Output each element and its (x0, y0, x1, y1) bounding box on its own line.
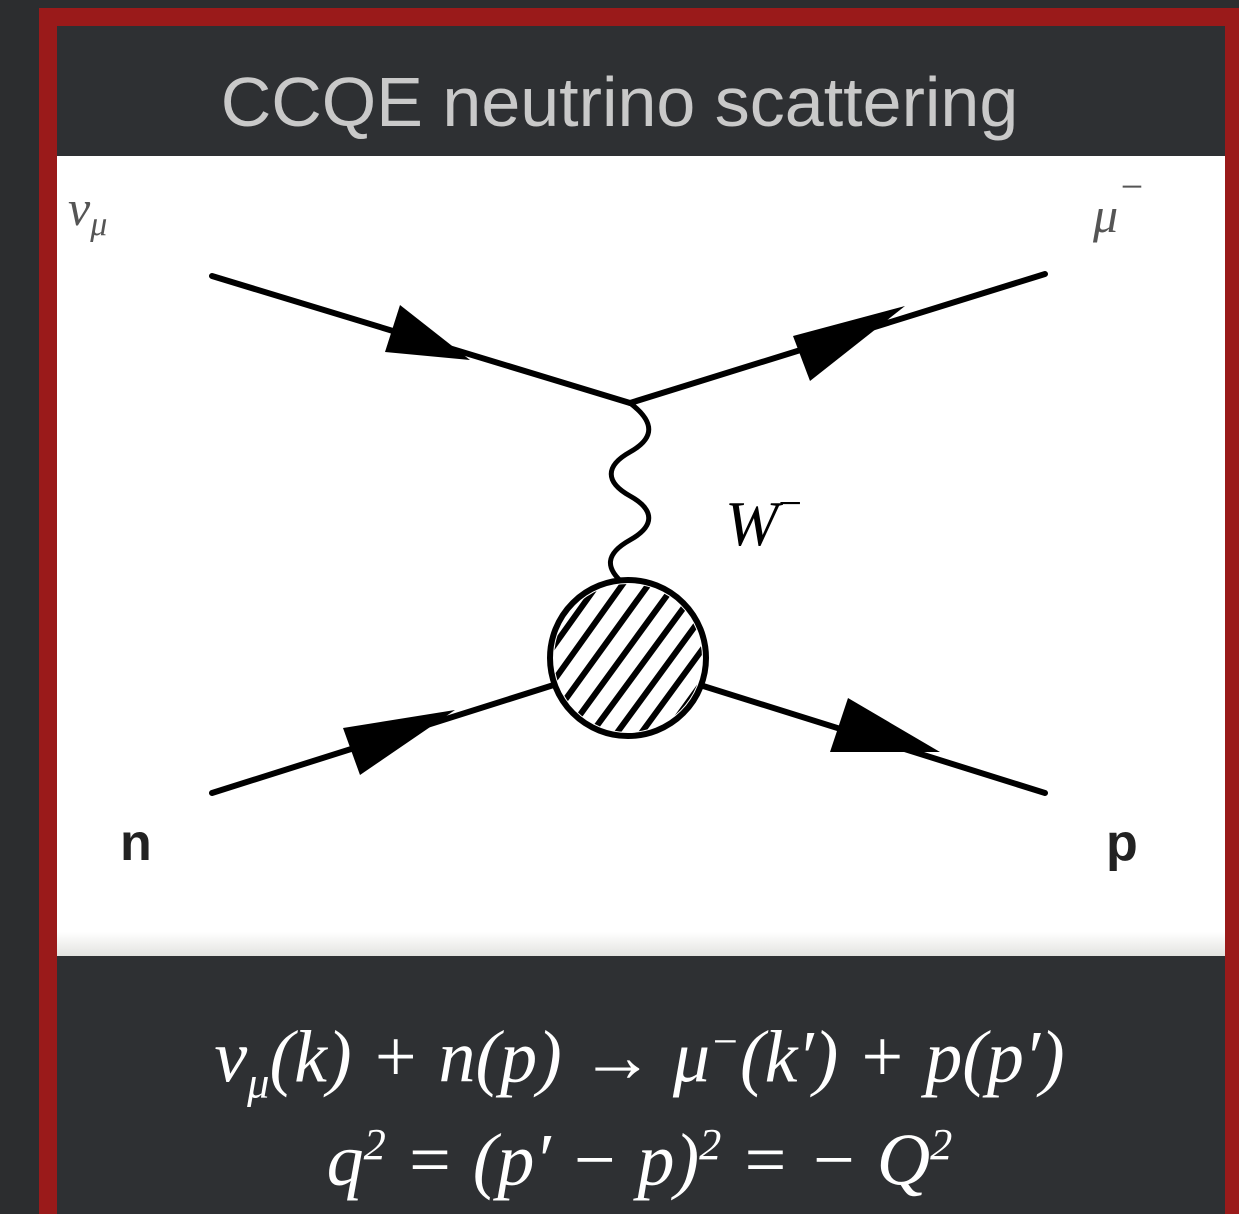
label-proton: p (1106, 814, 1138, 872)
slide-title: CCQE neutrino scattering (220, 63, 1019, 141)
incoming-neutron-arrow (343, 710, 455, 775)
momentum-transfer-equation: q2 = (p′ − p)2 = − Q2 (326, 1119, 953, 1202)
hadronic-vertex-blob (547, 577, 709, 739)
label-w-boson: W− (725, 481, 802, 559)
reaction-equation: νμ(k) + n(p) → μ−(k′) + p(p′) (214, 1016, 1065, 1108)
label-muon: μ− (1092, 164, 1145, 243)
incoming-neutrino-arrow (385, 305, 470, 360)
outgoing-proton-arrow (830, 698, 940, 752)
label-neutron: n (120, 814, 152, 872)
panel-shadow (57, 932, 1225, 956)
w-boson-propagator (607, 400, 652, 587)
outgoing-muon-arrow (793, 306, 905, 381)
label-muon-neutrino: νμ (68, 180, 107, 243)
